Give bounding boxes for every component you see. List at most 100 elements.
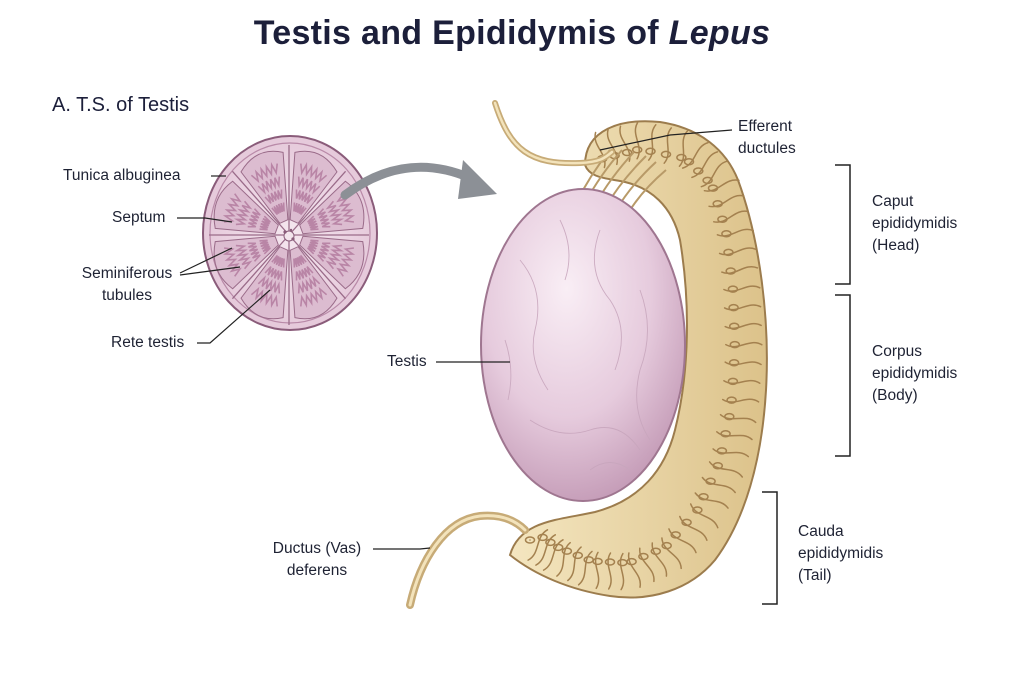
coil-loop — [719, 413, 757, 424]
lobule — [299, 235, 365, 290]
septum-line — [231, 234, 290, 300]
rete-testis-center — [283, 228, 295, 242]
coil-loop — [708, 194, 745, 208]
coil-knot — [725, 267, 736, 275]
coil-knot — [721, 229, 732, 238]
coil-loop — [712, 448, 750, 458]
epididymis — [508, 120, 768, 599]
coil-knot — [683, 157, 695, 166]
coil-knot — [621, 148, 633, 157]
coil-loop — [716, 228, 754, 237]
coil-knot — [561, 547, 573, 555]
coil-loop — [527, 529, 549, 561]
coil-knot — [676, 153, 687, 162]
coil-loop — [701, 476, 736, 494]
coil-knot — [724, 412, 735, 421]
coil-knot — [631, 145, 643, 154]
coil-loop — [703, 179, 740, 192]
label-rete-testis: Rete testis — [111, 334, 185, 351]
coil-knot — [726, 396, 737, 404]
coil-knot — [681, 518, 692, 527]
coil-loop — [725, 341, 763, 348]
coil-loop — [708, 461, 744, 478]
coil-loop — [661, 537, 682, 570]
coil-knot — [728, 322, 740, 331]
lobules — [213, 150, 365, 320]
coil-loop — [627, 552, 641, 588]
coil-knot — [537, 533, 548, 542]
label-cauda-line1: Cauda — [798, 523, 844, 540]
coil-loop — [634, 121, 640, 160]
label-ductus-deferens: Ductus (Vas) deferens — [262, 538, 372, 582]
epididymis-coils — [524, 121, 763, 591]
coil-knot — [705, 477, 716, 485]
lobule — [213, 180, 279, 235]
coil-loop — [556, 541, 571, 577]
coil-knot — [716, 447, 728, 455]
coil-loop — [723, 304, 762, 311]
coil-knot — [638, 552, 649, 561]
coil-loop — [577, 550, 593, 586]
label-cauda-epididymidis: Cauda epididymidis (Tail) — [798, 521, 883, 587]
testis-cross-section — [202, 135, 378, 331]
coil-loop — [700, 160, 728, 188]
coil-knot — [524, 536, 536, 544]
coil-knot — [717, 215, 728, 224]
coil-knot — [707, 184, 719, 192]
label-ductus-line1: Ductus (Vas) — [272, 540, 362, 557]
coil-loop — [723, 285, 761, 292]
lobule — [240, 246, 289, 320]
coil-loop — [718, 247, 757, 256]
coil-knot — [617, 558, 628, 567]
coil-loop — [647, 124, 657, 161]
lobule — [289, 246, 338, 320]
coil-knot — [661, 541, 672, 550]
coil-loop — [594, 551, 600, 590]
coil-loop — [651, 542, 668, 577]
coil-loop — [724, 322, 762, 330]
coil-loop — [721, 265, 759, 275]
label-cauda-line2: epididymidis — [798, 545, 884, 562]
coil-knot — [723, 248, 734, 257]
coil-loop — [607, 552, 612, 590]
leader-lines — [177, 129, 733, 550]
caput-bracket — [835, 164, 851, 285]
coil-knot — [712, 461, 724, 470]
coil-loop — [689, 503, 719, 529]
lobule — [289, 150, 338, 224]
coil-knot — [727, 377, 739, 386]
coil-knot — [692, 506, 703, 514]
coil-knot — [660, 150, 672, 159]
coil-knot — [727, 285, 739, 293]
label-ductus-line2: deferens — [286, 562, 348, 579]
coil-knot — [604, 558, 616, 566]
coil-knot — [645, 147, 656, 156]
label-cauda-line3: (Tail) — [798, 567, 832, 584]
coil-loop — [639, 547, 655, 583]
label-caput-line2: epididymidis — [872, 215, 958, 232]
coil-knot — [693, 167, 704, 175]
coil-loop — [619, 552, 625, 591]
label-corpus-line3: (Body) — [872, 387, 918, 404]
cauda-bracket — [762, 491, 778, 605]
connector-arrow — [340, 160, 497, 200]
coil-knot — [670, 531, 681, 539]
coil-knot — [720, 429, 731, 438]
septum-line — [288, 170, 347, 236]
coil-loop — [567, 546, 582, 582]
label-tunica-albuginea: Tunica albuginea — [63, 167, 181, 184]
coil-loop — [691, 151, 719, 179]
label-efferent-line2: ductules — [738, 140, 796, 157]
coil-knot — [729, 340, 741, 349]
coil-loop — [542, 539, 564, 571]
corpus-bracket — [835, 294, 851, 457]
coil-loop — [721, 398, 760, 403]
label-corpus-line1: Corpus — [872, 343, 922, 360]
septa — [209, 145, 369, 325]
coil-knot — [698, 493, 709, 501]
label-seminiferous-line2: tubules — [102, 287, 152, 304]
coil-loop — [694, 492, 729, 509]
label-caput-epididymidis: Caput epididymidis (Head) — [872, 191, 957, 257]
